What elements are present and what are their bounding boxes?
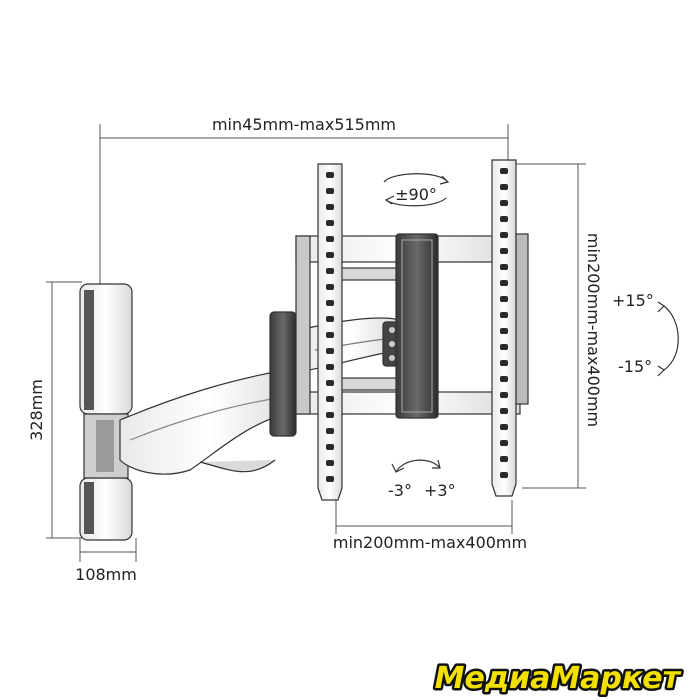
bracket-slot <box>500 392 508 398</box>
bracket-slot <box>500 264 508 270</box>
bracket-slot <box>500 456 508 462</box>
bracket-slot <box>326 252 334 258</box>
bracket-slot <box>326 364 334 370</box>
bracket-slot <box>326 348 334 354</box>
bracket-slot <box>326 188 334 194</box>
bracket-slot <box>326 396 334 402</box>
height-dimension-label: 328mm <box>27 379 46 441</box>
bracket-slot <box>326 300 334 306</box>
bracket-slot <box>326 268 334 274</box>
logo-text: МедиаМаркет <box>435 661 682 696</box>
tilt-arrowhead-bottom <box>657 365 665 377</box>
bracket-slot <box>326 172 334 178</box>
bracket-slot <box>500 280 508 286</box>
bracket-slot <box>500 328 508 334</box>
bracket-slot <box>326 444 334 450</box>
level-indicator <box>391 459 441 473</box>
bracket-slot <box>500 376 508 382</box>
bracket-slot <box>326 476 334 482</box>
vesa-horizontal-label: min200mm-max400mm <box>333 533 527 552</box>
bracket-slot <box>500 312 508 318</box>
rotation-arrow-top <box>383 173 449 183</box>
bracket-slot <box>500 232 508 238</box>
wall-plate <box>79 283 133 541</box>
bracket-slot <box>326 460 334 466</box>
width-dimension-label: 108mm <box>75 565 137 584</box>
rotation-arrowhead-2 <box>384 195 395 205</box>
tilt-arc <box>663 305 679 371</box>
bracket-slot <box>500 344 508 350</box>
vesa-vertical-label: min200mm-max400mm <box>584 233 603 427</box>
tilt-arrowhead-top <box>657 301 665 313</box>
bracket-slot <box>500 472 508 478</box>
bracket-slot <box>326 220 334 226</box>
tilt-indicator <box>657 301 679 377</box>
bracket-slot <box>500 248 508 254</box>
bracket-slot <box>326 412 334 418</box>
bracket-slot <box>500 440 508 446</box>
bracket-slot <box>326 204 334 210</box>
dimension-lines <box>46 124 586 562</box>
bracket-slot <box>326 380 334 386</box>
bracket-slot <box>326 428 334 434</box>
rotation-indicator <box>383 173 450 207</box>
bracket-slot <box>500 200 508 206</box>
tilt-down-label: -15° <box>618 357 652 376</box>
level-right-label: +3° <box>424 481 456 500</box>
level-arc <box>395 459 441 473</box>
bracket-slot <box>500 296 508 302</box>
bracket-slot <box>500 360 508 366</box>
bracket-slots <box>326 168 508 482</box>
level-arrowhead-right <box>432 459 441 469</box>
logo-outline: МедиаМаркет <box>435 661 682 696</box>
level-arrowhead-left <box>391 463 405 473</box>
bracket-slot <box>326 284 334 290</box>
bracket-slot <box>500 168 508 174</box>
bracket-slot <box>500 184 508 190</box>
rotation-label: ±90° <box>395 185 437 204</box>
depth-dimension-label: min45mm-max515mm <box>212 115 396 134</box>
bracket-slot <box>500 424 508 430</box>
tilt-up-label: +15° <box>612 291 654 310</box>
bracket-slot <box>326 236 334 242</box>
bracket-slot <box>500 408 508 414</box>
bracket-slot <box>326 332 334 338</box>
bracket-slot <box>500 216 508 222</box>
rotation-arrowhead <box>439 175 450 185</box>
tv-bracket <box>295 159 529 501</box>
bracket-slot <box>326 316 334 322</box>
level-left-label: -3° <box>388 481 412 500</box>
brand-logo: МедиаМаркет МедиаМаркет <box>432 659 684 699</box>
